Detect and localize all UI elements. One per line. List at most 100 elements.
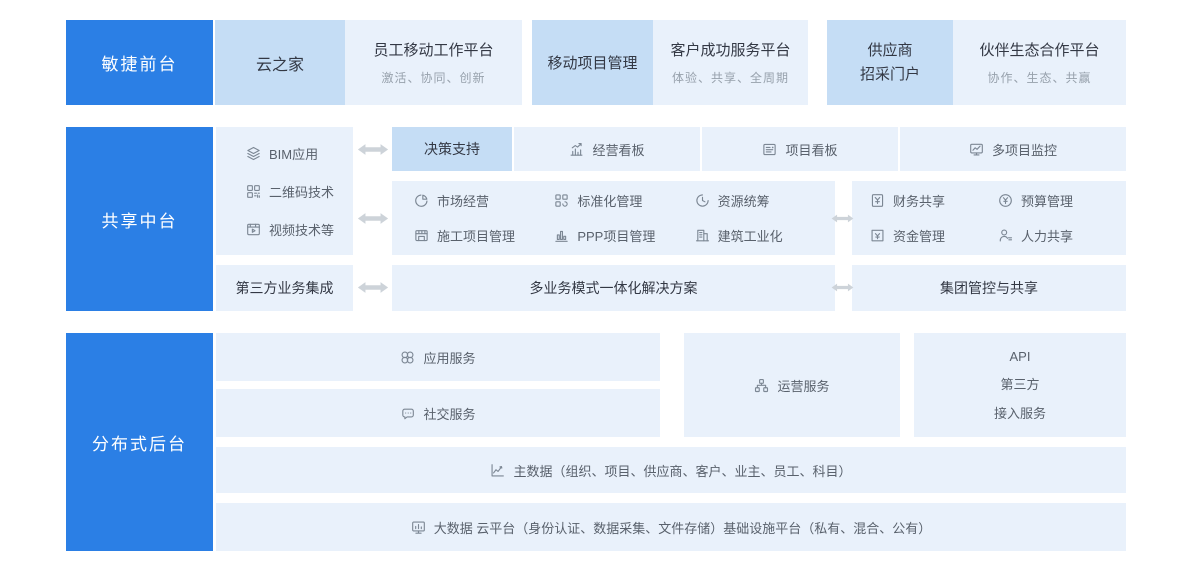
cell-label: 资源统筹 <box>717 194 770 209</box>
finance-book-icon <box>871 194 884 207</box>
front-product-mobile-project: 移动项目管理 <box>532 20 653 105</box>
cell-label: 资金管理 <box>893 229 946 244</box>
pie-chart-icon <box>415 194 428 207</box>
service-label: 运营服务 <box>777 378 830 394</box>
cell-funds-management: 资金管理 <box>870 226 998 245</box>
product-title: 云之家 <box>255 56 304 74</box>
group-control-box: 集团管控与共享 <box>852 265 1126 311</box>
app-service-box: 应用服务 <box>216 333 660 381</box>
third-party-label: 第三方业务集成 <box>235 280 334 296</box>
front-platform-customer-success: 客户成功服务平台 体验、共享、全周期 <box>653 20 808 105</box>
cell-resource-planning: 资源统筹 <box>695 191 835 210</box>
solution-label: 多业务模式一体化解决方案 <box>529 280 698 296</box>
board-label: 项目看板 <box>785 142 838 158</box>
factory-icon <box>695 229 709 242</box>
yuan-circle-icon <box>999 194 1012 207</box>
board-label: 经营看板 <box>592 142 645 158</box>
trend-chart-icon <box>570 142 583 156</box>
platform-tagline: 激活、协同、创新 <box>381 71 486 85</box>
front-row-label: 敏捷前台 <box>66 20 213 105</box>
tech-item-label: 视频技术等 <box>269 222 335 238</box>
finance-hr-panel: 财务共享 预算管理 资金管理 人力共享 <box>852 181 1126 255</box>
cell-label: PPP项目管理 <box>577 229 656 244</box>
api-line: API <box>1009 348 1031 364</box>
cell-label: 人力共享 <box>1021 229 1074 244</box>
platform-tagline: 协作、生态、共赢 <box>987 71 1092 85</box>
screen-icon <box>411 521 425 534</box>
qrcode-icon <box>247 184 260 198</box>
board-icon <box>763 143 777 155</box>
cell-standardization: 标准化管理 <box>554 191 694 210</box>
decision-support-label: 决策支持 <box>424 141 480 157</box>
double-arrow-icon <box>357 144 389 155</box>
app-grid-icon <box>401 350 414 364</box>
cell-building-industrialization: 建筑工业化 <box>695 226 835 245</box>
service-label: 应用服务 <box>423 350 476 366</box>
layers-icon <box>247 146 260 160</box>
tech-item-label: BIM应用 <box>269 146 319 162</box>
blocks-icon <box>555 194 569 207</box>
line-chart-icon <box>491 463 505 476</box>
big-data-label: 大数据 云平台（身份认证、数据采集、文件存储）基础设施平台（私有、混合、公有） <box>433 520 932 536</box>
cell-construction-project: 施工项目管理 <box>414 226 554 245</box>
front-platform-partner-ecosystem: 伙伴生态合作平台 协作、生态、共赢 <box>953 20 1126 105</box>
cell-hr-sharing: 人力共享 <box>998 226 1126 245</box>
double-arrow-icon <box>357 282 389 293</box>
tech-item-qrcode: 二维码技术 <box>246 182 334 201</box>
api-line: 第三方 <box>1000 376 1040 392</box>
platform-tagline: 体验、共享、全周期 <box>671 71 789 85</box>
operation-service-box: 运营服务 <box>684 333 900 437</box>
front-product-cloud-home: 云之家 <box>215 20 345 105</box>
multi-business-solution-box: 多业务模式一体化解决方案 <box>392 265 835 311</box>
decision-support-box: 决策支持 <box>392 127 512 171</box>
product-title-line1: 供应商 <box>867 41 913 59</box>
api-service-box: API 第三方 接入服务 <box>914 333 1126 437</box>
third-party-integration-box: 第三方业务集成 <box>216 265 353 311</box>
master-data-label: 主数据（组织、项目、供应商、客户、业主、员工、科目） <box>513 463 852 479</box>
backend-row-label: 分布式后台 <box>66 333 213 551</box>
platform-title: 员工移动工作平台 <box>373 42 494 59</box>
service-label: 社交服务 <box>423 406 476 422</box>
cell-market-operation: 市场经营 <box>414 191 554 210</box>
cell-label: 财务共享 <box>893 194 946 209</box>
tech-item-bim: BIM应用 <box>246 144 318 163</box>
cell-label: 施工项目管理 <box>437 229 516 244</box>
board-operation-kanban: 经营看板 <box>514 127 700 171</box>
front-platform-employee-mobile: 员工移动工作平台 激活、协同、创新 <box>345 20 522 105</box>
cell-label: 建筑工业化 <box>717 229 783 244</box>
product-title: 移动项目管理 <box>547 55 638 72</box>
middle-row-label: 共享中台 <box>66 127 213 311</box>
chat-icon <box>402 408 415 419</box>
double-arrow-icon <box>831 283 854 292</box>
construction-icon <box>415 230 428 242</box>
board-project-kanban: 项目看板 <box>702 127 898 171</box>
cell-label: 标准化管理 <box>577 194 643 209</box>
monitor-chart-icon <box>970 143 983 155</box>
social-service-box: 社交服务 <box>216 389 660 437</box>
cell-label: 预算管理 <box>1021 194 1074 209</box>
person-icon <box>999 229 1013 242</box>
cell-finance-sharing: 财务共享 <box>870 191 998 210</box>
video-icon <box>247 223 260 235</box>
tech-item-label: 二维码技术 <box>269 184 335 200</box>
platform-title: 伙伴生态合作平台 <box>979 42 1100 59</box>
cell-budget-management: 预算管理 <box>998 191 1126 210</box>
board-multi-project-monitor: 多项目监控 <box>900 127 1126 171</box>
tech-stack-panel: BIM应用 二维码技术 视频技术等 <box>216 127 353 255</box>
group-control-label: 集团管控与共享 <box>940 280 1038 296</box>
org-chart-icon <box>755 378 769 392</box>
master-data-box: 主数据（组织、项目、供应商、客户、业主、员工、科目） <box>216 447 1126 493</box>
platform-title: 客户成功服务平台 <box>670 42 791 59</box>
double-arrow-icon <box>357 213 389 224</box>
double-arrow-icon <box>831 214 854 223</box>
big-data-box: 大数据 云平台（身份认证、数据采集、文件存储）基础设施平台（私有、混合、公有） <box>216 503 1126 551</box>
tech-item-video: 视频技术等 <box>246 220 334 239</box>
product-title-line2: 招采门户 <box>859 65 920 83</box>
board-label: 多项目监控 <box>991 142 1057 158</box>
cell-ppp-project: PPP项目管理 <box>554 226 694 245</box>
business-capability-panel: 市场经营 标准化管理 资源统筹 施工项目管理 PPP项目管理 建筑工业化 <box>392 181 835 255</box>
time-pie-icon <box>696 194 709 207</box>
bar-chart-icon <box>555 230 569 242</box>
front-product-supplier-portal: 供应商 招采门户 <box>827 20 953 105</box>
